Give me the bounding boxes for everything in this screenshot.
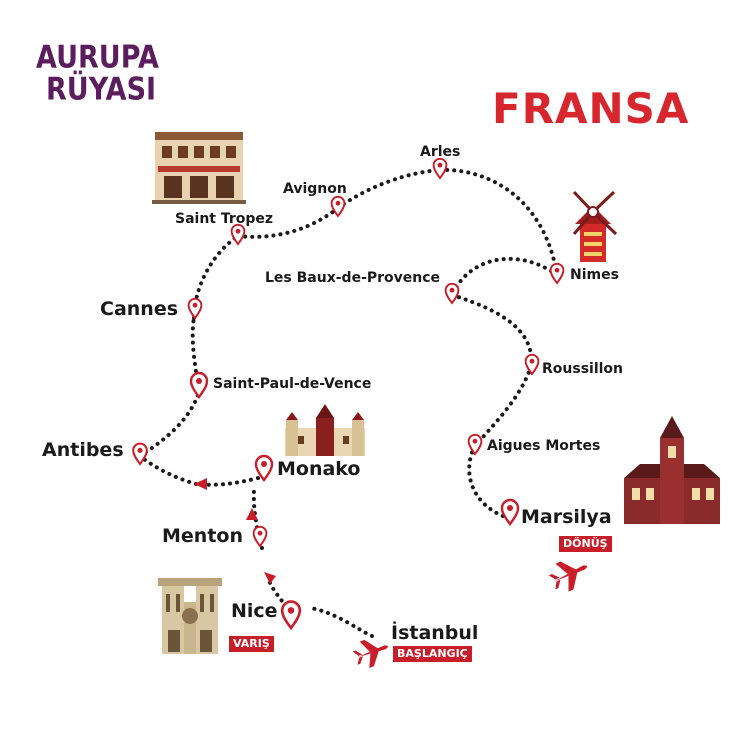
city-label-marsilya: Marsilya [521, 506, 612, 528]
route-line [138, 167, 559, 638]
airplane-icon [350, 633, 393, 672]
city-label-arles: Arles [420, 144, 461, 160]
city-label-cannes: Cannes [100, 298, 179, 320]
badge-baslangic: BAŞLANGIÇ [393, 646, 472, 663]
city-label-saint-paul: Saint-Paul-de-Vence [213, 376, 372, 392]
building-icon [152, 132, 246, 204]
city-label-menton: Menton [162, 525, 243, 547]
palace-icon [285, 404, 365, 456]
city-label-nice: Nice [231, 600, 278, 622]
badge-varis: VARIŞ [229, 636, 274, 653]
city-label-nimes: Nimes [570, 267, 619, 283]
country-title: FRANSA [492, 84, 690, 133]
logo-line-2: RÜYASI [46, 72, 157, 108]
airplane-icon [545, 552, 594, 597]
city-label-aigues-mortes: Aigues Mortes [487, 438, 601, 454]
city-label-roussillon: Roussillon [542, 361, 624, 377]
city-label-istanbul: İstanbul [391, 622, 479, 644]
city-label-les-baux: Les Baux-de-Provence [265, 270, 441, 286]
logo-line-1: AURUPA [36, 40, 159, 76]
town-hall-icon [624, 416, 720, 524]
city-label-avignon: Avignon [283, 181, 347, 197]
city-label-antibes: Antibes [42, 439, 124, 461]
city-label-monako: Monako [277, 458, 361, 480]
city-label-saint-tropez: Saint Tropez [175, 211, 274, 227]
cathedral-icon [158, 578, 222, 654]
direction-arrows [194, 478, 276, 584]
map-pin-icon [132, 157, 565, 630]
windmill-icon [572, 190, 618, 262]
badge-donus: DÖNÜŞ [559, 536, 612, 553]
